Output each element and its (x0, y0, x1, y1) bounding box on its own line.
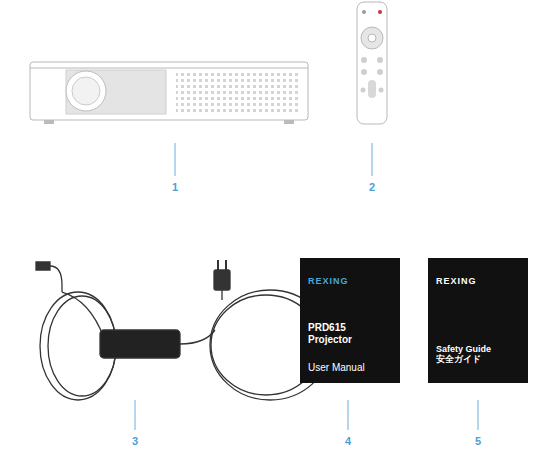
callout-number: 5 (475, 435, 481, 447)
power-adapter (36, 260, 330, 400)
remote-control (357, 2, 387, 124)
callout-number: 3 (132, 435, 138, 447)
projector (30, 62, 308, 124)
booklet: REXING Safety Guide 安全ガイド (428, 258, 528, 383)
booklet-title: Safety Guide 安全ガイド (436, 344, 498, 365)
callout-number: 1 (172, 181, 178, 193)
leader-line (135, 143, 478, 430)
booklet-title: PRD615 Projector (308, 322, 364, 345)
callout-number: 4 (345, 435, 351, 447)
booklet: REXING PRD615 ProjectorUser Manual (300, 258, 400, 383)
brand-logo: REXING (436, 276, 516, 286)
booklet-title: User Manual (308, 362, 392, 374)
callout-number: 2 (369, 181, 375, 193)
brand-logo: REXING (308, 276, 388, 286)
